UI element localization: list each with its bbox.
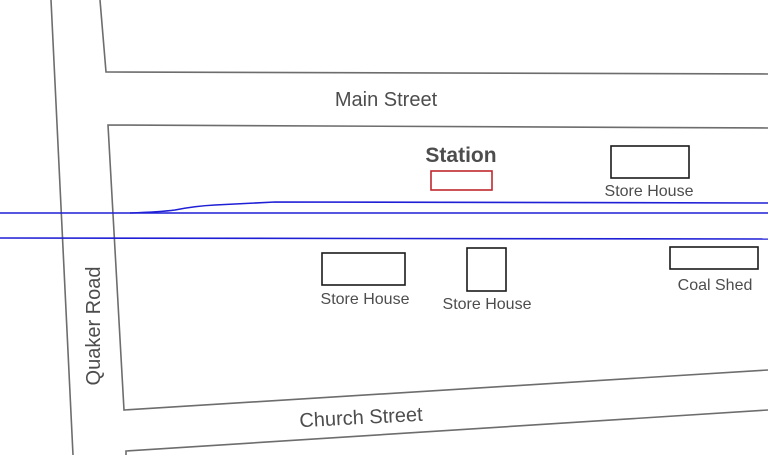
store-house-north-label: Store House: [605, 183, 694, 200]
main-street-label: Main Street: [335, 89, 438, 111]
track-south: [0, 237, 768, 240]
church-street-label: Church Street: [299, 404, 424, 432]
coal-shed[interactable]: [669, 246, 759, 270]
labels: Main Street Church Street Quaker Road St…: [83, 89, 752, 432]
block-south-edge: [125, 409, 768, 455]
buildings: [321, 145, 759, 292]
station-building[interactable]: [430, 170, 493, 191]
block-middle-outline: [107, 124, 768, 411]
railway: [0, 201, 768, 240]
quaker-road-west-edge: [50, 0, 74, 455]
store-house-south-middle-label: Store House: [443, 296, 532, 313]
block-north-edge: [99, 0, 768, 75]
store-house-north[interactable]: [610, 145, 690, 179]
track-siding: [129, 201, 768, 214]
store-house-south-west[interactable]: [321, 252, 406, 286]
roads: [50, 0, 768, 455]
station-label: Station: [425, 144, 496, 167]
store-house-south-middle[interactable]: [466, 247, 507, 292]
quaker-road-label: Quaker Road: [83, 267, 105, 386]
coal-shed-label: Coal Shed: [678, 277, 753, 294]
store-house-south-west-label: Store House: [321, 291, 410, 308]
